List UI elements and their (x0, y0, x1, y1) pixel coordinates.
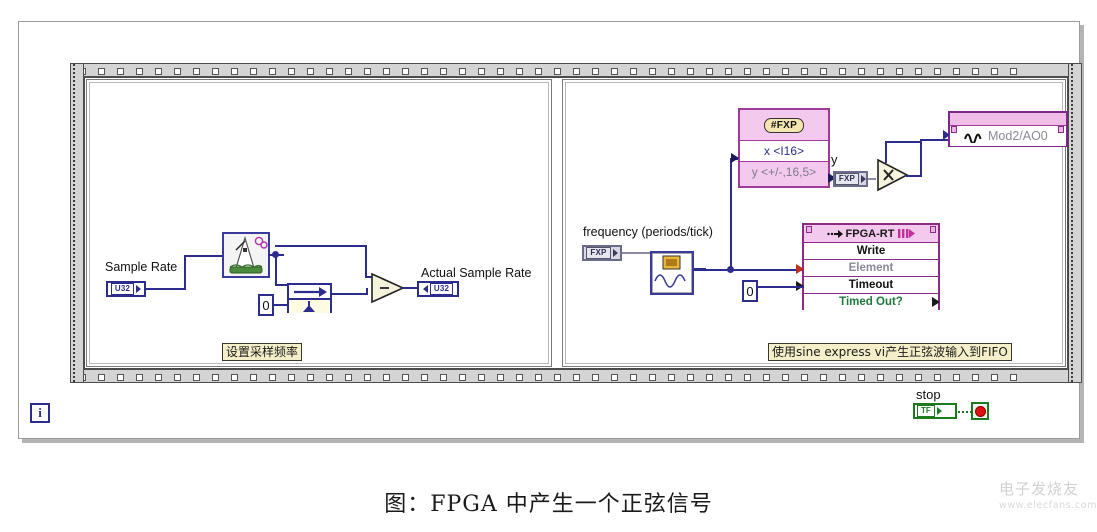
stop-label: stop (916, 387, 941, 402)
wire-multiply-top-in-v (885, 141, 887, 163)
feedback-node-bottom (289, 300, 330, 313)
multiply-node[interactable] (876, 158, 910, 192)
while-loop-left-edge (70, 63, 85, 383)
wire-multiply-out-up (920, 140, 922, 176)
fxp-input-arrow-icon (731, 153, 739, 163)
subtract-icon (371, 272, 405, 304)
fifo-corner-tag-right (930, 226, 936, 233)
wire-into-subtract-top (365, 276, 375, 278)
sample-rate-label: Sample Rate (105, 260, 178, 274)
while-loop-right-pattern (1069, 64, 1083, 382)
terminal-out-arrow-icon (861, 175, 867, 183)
timeout-zero-constant[interactable]: 0 (742, 280, 758, 302)
sequence-frame-left[interactable] (86, 79, 552, 367)
terminal-in-arrow-icon (422, 285, 428, 293)
feedback-arrow-icon (294, 287, 327, 297)
stop-sign-icon (974, 405, 986, 417)
fxp-output-label: y (831, 152, 838, 167)
wire-top-branch-down (365, 245, 367, 278)
subtract-node[interactable] (370, 272, 406, 304)
wire-sample-rate-h (146, 288, 186, 290)
wire-multiply-out (906, 175, 922, 177)
wire-to-io-node (920, 139, 948, 141)
wire-to-loop-timer (184, 255, 224, 257)
analog-output-icon (964, 133, 982, 143)
wire-zero-to-feedback (274, 304, 288, 306)
figure-caption: 图：FPGA 中产生一个正弦信号 (384, 492, 713, 517)
feedback-node-top (289, 285, 330, 300)
fifo-out-bars-icon (898, 229, 916, 238)
metronome-icon (224, 234, 268, 276)
fifo-corner-tag-left (806, 226, 812, 233)
io-node-header (950, 113, 1066, 126)
io-corner-tag-right (1058, 126, 1064, 133)
wire-feedback-out (332, 293, 368, 295)
fifo-in-arrow-icon (826, 229, 843, 238)
fifo-row-timeout: Timeout (804, 277, 938, 294)
feedback-init-icon (303, 301, 315, 312)
io-node-body: Mod2/AO0 (943, 126, 1066, 146)
stop-boolean-terminal[interactable]: TF (913, 403, 957, 419)
fxp-output-row: y <+/-,16,5> (740, 162, 828, 182)
fifo-node-header: FPGA-RT (804, 225, 938, 243)
wire-sine-up (730, 158, 732, 270)
frequency-label: frequency (periods/tick) (583, 225, 713, 239)
wire-frequency-to-sine (622, 252, 650, 254)
fifo-node-title: FPGA-RT (845, 227, 895, 240)
loop-iteration-terminal[interactable]: i (30, 403, 50, 423)
fxp-badge: #FXP (763, 117, 805, 133)
fifo-row-timed-out: Timed Out? (804, 294, 938, 310)
io-corner-tag-left (951, 126, 957, 133)
wire-fxp-to-multiply (868, 178, 876, 180)
terminal-out-arrow-icon (612, 249, 618, 257)
fifo-timed-out-arrow-icon (932, 297, 940, 307)
wire-sine-to-fifo (730, 269, 804, 271)
sine-express-vi-node[interactable] (650, 251, 694, 295)
wire-feedback-up (366, 288, 368, 295)
comment-set-sample-rate: 设置采样频率 (222, 343, 303, 361)
wire-timer-down-branch (275, 254, 277, 286)
wire-sample-rate-v (184, 255, 186, 290)
fifo-row-write: Write (804, 243, 938, 260)
io-input-arrow-icon (943, 130, 950, 140)
wire-multiply-top-in-h (885, 141, 922, 143)
fifo-row-element: Element (804, 260, 938, 277)
wire-subtract-out (402, 287, 418, 289)
fxp-output-arrow-icon (828, 173, 836, 183)
while-loop-top-edge (70, 63, 1082, 77)
fxp-input-row: x <I16> (740, 141, 828, 162)
fifo-element-input-arrow-icon (796, 264, 804, 274)
frequency-terminal[interactable]: FXP (582, 245, 622, 261)
while-loop-bottom-edge (70, 369, 1082, 383)
fifo-write-node[interactable]: FPGA-RT Write Element Timeout Timed Out? (802, 223, 940, 310)
actual-sample-rate-label: Actual Sample Rate (421, 266, 532, 280)
fxp-output-terminal[interactable]: FXP (833, 171, 868, 187)
while-loop-bottom-squares (71, 370, 1081, 384)
wire-timer-top-branch (275, 245, 367, 247)
loop-condition-terminal[interactable] (971, 402, 989, 420)
sine-wave-icon (651, 252, 693, 294)
io-node-mod2-ao0[interactable]: Mod2/AO0 (943, 111, 1068, 147)
while-loop-right-edge (1068, 63, 1083, 383)
sample-rate-terminal[interactable]: U32 (106, 281, 146, 297)
while-loop-top-squares (71, 64, 1081, 78)
actual-sample-rate-terminal[interactable]: U32 (417, 281, 459, 297)
terminal-out-arrow-icon (136, 285, 142, 293)
loop-timer-node[interactable] (222, 232, 270, 278)
fxp-node-header: #FXP (740, 110, 828, 141)
wire-sine-to-junction (694, 269, 732, 271)
io-node-label: Mod2/AO0 (988, 129, 1048, 143)
left-zero-constant[interactable]: 0 (258, 294, 274, 316)
wire-into-feedback (275, 284, 287, 286)
stop-terminal-arrow-icon (936, 407, 942, 415)
feedback-node[interactable] (287, 283, 332, 313)
wire-stop-to-condition (958, 411, 972, 413)
multiply-icon (877, 158, 909, 192)
while-loop-left-pattern (71, 64, 85, 382)
comment-sine-express-fifo: 使用sine express vi产生正弦波输入到FIFO (768, 343, 1012, 361)
fxp-conversion-node[interactable]: #FXP x <I16> y <+/-,16,5> (738, 108, 830, 188)
wire-zero-to-timeout (758, 286, 804, 288)
